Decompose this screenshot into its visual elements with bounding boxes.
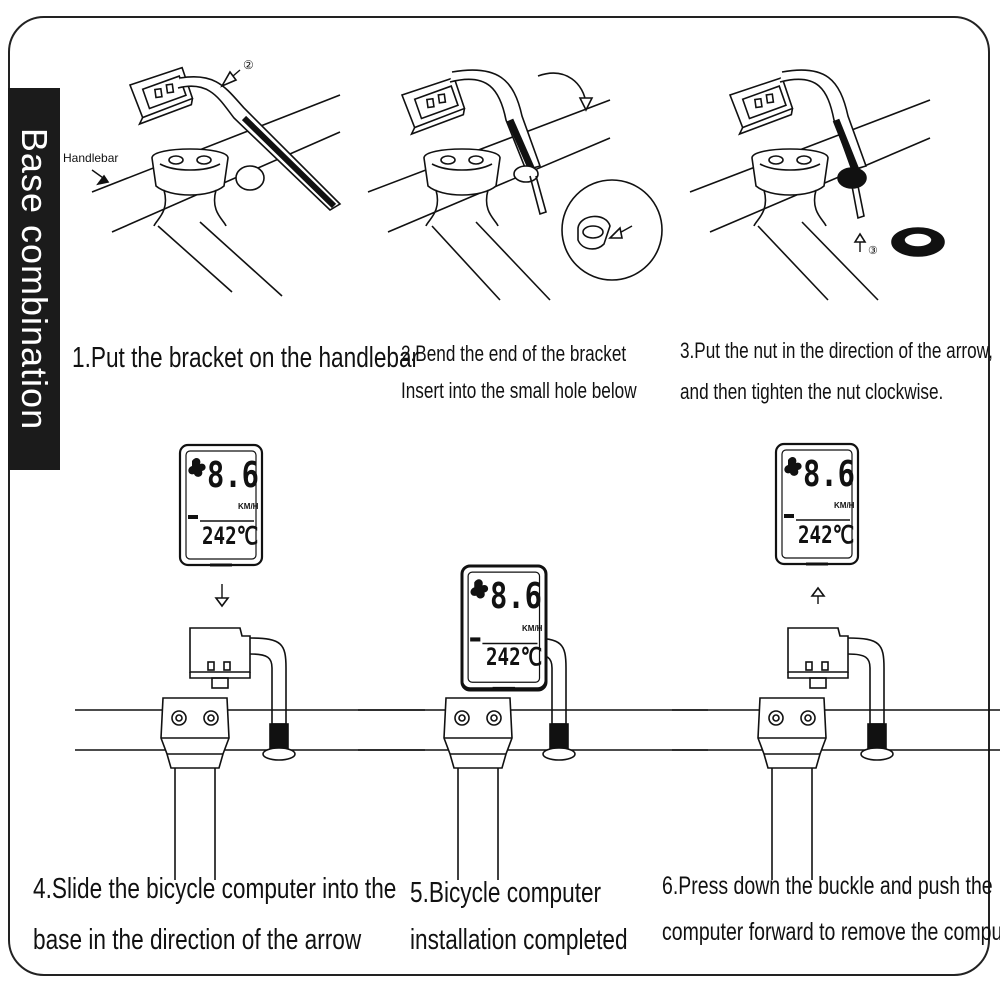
step6-lcd-reading: 242℃ — [798, 521, 855, 549]
step4-lcd-speed: 8.6 — [207, 455, 260, 496]
step4-caption-line2: base in the direction of the arrow — [33, 924, 362, 956]
step6-illustration — [671, 442, 1000, 881]
step3-illustration — [689, 69, 945, 301]
step4-illustration — [74, 443, 426, 881]
step3-arrow-marker: ③ — [868, 245, 878, 257]
step5-caption-line2: installation completed — [410, 924, 628, 956]
step5-caption-line1: 5.Bicycle computer — [410, 877, 602, 909]
step1-illustration — [91, 65, 342, 297]
step3-caption-line2: and then tighten the nut clockwise. — [680, 379, 944, 404]
step2-caption-line1: 2.Bend the end of the bracket — [401, 341, 627, 366]
step2-illustration — [367, 69, 663, 301]
step1-arrow-marker: ② — [243, 58, 254, 72]
step2-caption-line2: Insert into the small hole below — [401, 378, 637, 403]
step6-lcd-speed: 8.6 — [803, 454, 856, 495]
side-tab — [8, 88, 60, 470]
step4-lcd-reading: 242℃ — [202, 522, 259, 550]
step4-lcd-unit: KM/H — [238, 502, 259, 511]
handlebar-label: Handlebar — [63, 151, 119, 165]
step6-lcd-unit: KM/H — [834, 501, 855, 510]
step5-illustration — [357, 564, 709, 881]
step5-lcd-unit: KM/H — [522, 624, 543, 633]
step3-caption-line1: 3.Put the nut in the direction of the ar… — [680, 338, 993, 363]
step1-caption: 1.Put the bracket on the handlebar — [72, 342, 420, 374]
step4-caption-line1: 4.Slide the bicycle computer into the — [33, 873, 397, 905]
step5-lcd-speed: 8.6 — [490, 576, 543, 617]
step6-caption-line2: computer forward to remove the computer — [662, 918, 1000, 946]
step5-lcd-reading: 242℃ — [486, 643, 543, 671]
step6-caption-line1: 6.Press down the buckle and push the — [662, 872, 993, 900]
